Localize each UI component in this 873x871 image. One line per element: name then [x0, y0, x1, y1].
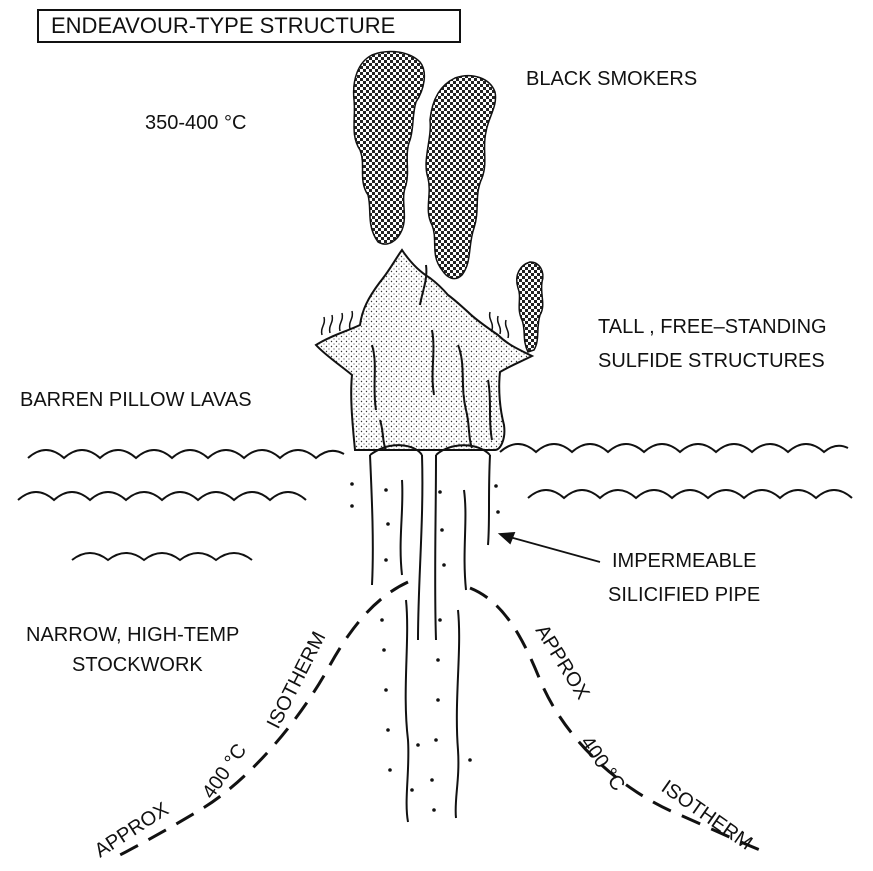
- barren-pillow-lavas-label: BARREN PILLOW LAVAS: [20, 385, 252, 415]
- stockwork-label-line1: NARROW, HIGH-TEMP: [26, 620, 239, 650]
- pipe-arrow: [500, 533, 600, 562]
- impermeable-label-line1: IMPERMEABLE: [612, 546, 756, 576]
- tall-structures-label-line1: TALL , FREE–STANDING: [598, 312, 827, 342]
- tall-structures-label-line2: SULFIDE STRUCTURES: [598, 346, 825, 376]
- diagram-title: ENDEAVOUR-TYPE STRUCTURE: [37, 9, 461, 43]
- smoker-plume-left: [354, 51, 425, 244]
- sulfide-structure: [316, 250, 532, 450]
- temperature-label: 350-400 °C: [145, 108, 246, 138]
- black-smokers-label: BLACK SMOKERS: [526, 64, 697, 94]
- isotherm-right-approx: APPROX: [531, 621, 594, 703]
- isotherm-left-temp: 400 °C: [198, 740, 251, 803]
- isotherm-right-temp: 400 °C: [576, 732, 629, 795]
- smoker-plume-right: [517, 262, 543, 352]
- isotherm-left-approx: APPROX: [91, 798, 173, 862]
- silicified-pipe: [370, 445, 490, 822]
- isotherm-right-name: ISOTHERM: [657, 776, 756, 855]
- stockwork-label-line2: STOCKWORK: [72, 650, 203, 680]
- smoker-plume-middle: [426, 76, 495, 279]
- impermeable-label-line2: SILICIFIED PIPE: [608, 580, 760, 610]
